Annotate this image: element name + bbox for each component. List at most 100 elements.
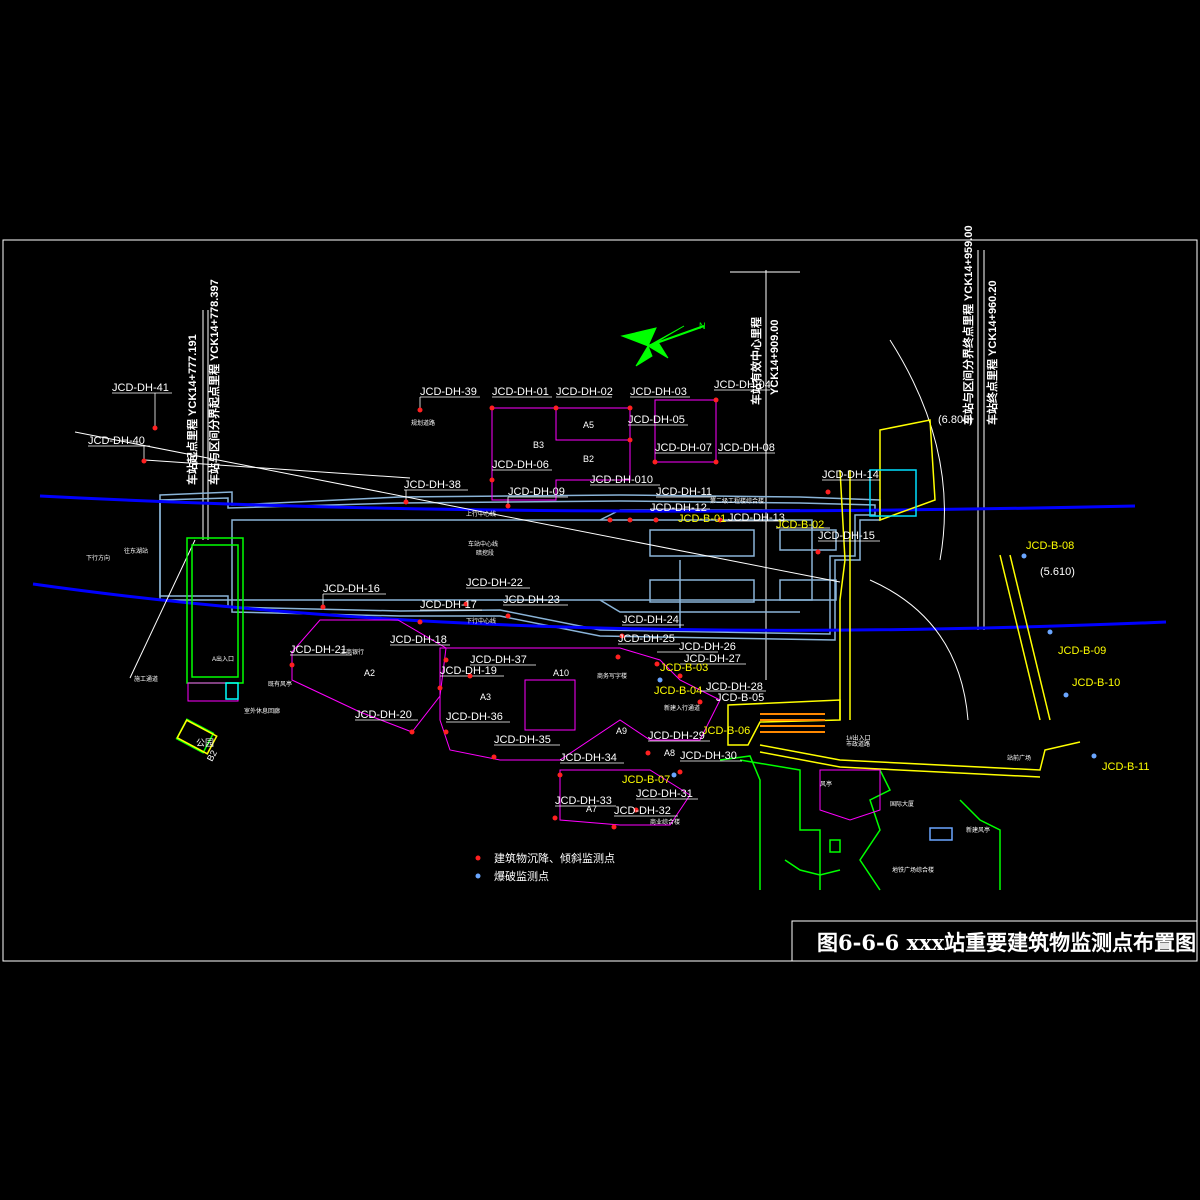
monitor-point-dot xyxy=(489,477,495,483)
area-b2: B2 xyxy=(583,454,594,464)
point-label: JCD-DH-27 xyxy=(684,653,741,665)
monitor-point-dot xyxy=(552,815,558,821)
monitor-point-dot xyxy=(645,750,651,756)
point-label: JCD-DH-25 xyxy=(618,633,675,645)
point-label: JCD-DH-33 xyxy=(555,795,612,807)
point-label: JCD-DH-15 xyxy=(818,530,875,542)
small-label: 第二级工程楼综合楼 xyxy=(710,497,764,505)
blast-point-dot xyxy=(1091,753,1097,759)
center-mileage-label: 车站有效中心里程 xyxy=(749,317,763,405)
small-label: 暗挖段 xyxy=(476,549,494,557)
point-label: JCD-DH-36 xyxy=(446,711,503,723)
point-label: JCD-DH-16 xyxy=(323,583,380,595)
area-a9: A9 xyxy=(616,726,627,736)
point-label: JCD-B-01 xyxy=(678,513,726,525)
section-boundary-end-label: 车站与区间分界终点里程 YCK14+959.00 xyxy=(961,225,975,425)
blast-point-dot xyxy=(1047,629,1053,635)
legend-building-point-icon xyxy=(475,855,481,861)
monitor-point-dot xyxy=(467,673,473,679)
point-label: JCD-DH-06 xyxy=(492,459,549,471)
small-label: 站前广场 xyxy=(1007,754,1031,762)
small-label: A出入口 xyxy=(212,655,234,663)
elevation-1: (6.800) xyxy=(938,414,973,426)
monitor-point-dot xyxy=(653,517,659,523)
monitor-point-dot xyxy=(652,459,658,465)
point-label: JCD-B-02 xyxy=(776,519,824,531)
point-label: JCD-B-09 xyxy=(1058,645,1106,657)
point-label: JCD-DH-34 xyxy=(560,752,617,764)
small-label: 室外休息回廊 xyxy=(244,707,280,715)
area-a10: A10 xyxy=(553,668,569,678)
monitor-point-dot xyxy=(505,613,511,619)
point-label: JCD-DH-24 xyxy=(622,614,679,626)
point-label: JCD-DH-010 xyxy=(590,474,653,486)
point-label: JCD-B-05 xyxy=(716,692,764,704)
center-mileage-value: YCK14+909.00 xyxy=(769,319,781,395)
point-label: JCD-DH-02 xyxy=(556,386,613,398)
point-label: JCD-DH-23 xyxy=(503,594,560,606)
point-label: JCD-DH-19 xyxy=(440,665,497,677)
point-label: JCD-DH-32 xyxy=(614,805,671,817)
monitor-point-dot xyxy=(505,503,511,509)
point-label: JCD-DH-03 xyxy=(630,386,687,398)
point-label: JCD-B-03 xyxy=(660,662,708,674)
monitor-point-dot xyxy=(289,662,295,668)
point-label: JCD-DH-17 xyxy=(420,599,477,611)
monitor-point-dot xyxy=(320,604,326,610)
point-label: JCD-DH-14 xyxy=(822,469,879,481)
point-label: JCD-DH-28 xyxy=(706,681,763,693)
area-a7: A7 xyxy=(586,804,597,814)
monitor-point-dot xyxy=(607,517,613,523)
point-label: JCD-DH-21 xyxy=(290,644,347,656)
monitor-point-dot xyxy=(437,685,443,691)
point-label: JCD-DH-11 xyxy=(656,486,712,498)
monitor-point-dot xyxy=(619,633,625,639)
point-label: JCD-B-10 xyxy=(1072,677,1120,689)
area-b3: B3 xyxy=(533,440,544,450)
small-label: 商务写字楼 xyxy=(597,672,627,680)
blast-point-dot xyxy=(671,772,677,778)
monitor-point-dot xyxy=(627,437,633,443)
small-label: 新建入行通道 xyxy=(664,704,700,712)
small-label: 下行方向 xyxy=(86,554,110,562)
point-label: JCD-DH-40 xyxy=(88,435,145,447)
point-label: JCD-DH-39 xyxy=(420,386,477,398)
small-label: 国际大厦 xyxy=(890,800,914,808)
monitor-point-dot xyxy=(677,673,683,679)
monitor-point-dot xyxy=(654,661,660,667)
monitor-point-dot xyxy=(713,397,719,403)
small-label: 下行中心线 xyxy=(466,617,496,625)
small-label: 往东湖站 xyxy=(124,547,148,555)
monitor-point-dot xyxy=(677,769,683,775)
point-label: JCD-DH-26 xyxy=(679,641,736,653)
escalator-detail xyxy=(760,713,825,733)
point-label: JCD-DH-04 xyxy=(714,379,771,391)
end-mileage-label: 车站终点里程 YCK14+960.20 xyxy=(985,280,999,425)
monitor-point-dot xyxy=(697,699,703,705)
monitor-point-dot xyxy=(152,425,158,431)
legend: 建筑物沉降、倾斜监测点 爆破监测点 xyxy=(475,851,615,883)
north-arrow-icon: N xyxy=(620,321,706,367)
drawing-frame xyxy=(2,239,1198,962)
park-label: 公园 xyxy=(196,738,214,748)
point-label: JCD-DH-41 xyxy=(112,382,169,394)
small-label: 规划道路 xyxy=(411,419,435,427)
small-label: 1#出入口 xyxy=(846,734,871,742)
blast-point-dot xyxy=(1021,553,1027,559)
park-code: B2 xyxy=(205,749,219,763)
small-label: 风亭 xyxy=(820,780,832,788)
monitor-point-dot xyxy=(409,729,415,735)
yellow-structures xyxy=(176,419,1081,778)
blast-point-dot xyxy=(657,677,663,683)
point-label: JCD-DH-05 xyxy=(628,414,685,426)
monitoring-points xyxy=(141,397,831,830)
point-label: JCD-DH-01 xyxy=(492,386,549,398)
monitor-point-dot xyxy=(403,499,409,505)
monitor-point-dot xyxy=(443,729,449,735)
monitor-point-dot xyxy=(443,657,449,663)
monitor-point-dot xyxy=(417,407,423,413)
elevation-2: (5.610) xyxy=(1040,566,1075,578)
legend-building-points: 建筑物沉降、倾斜监测点 xyxy=(494,851,615,865)
point-label: JCD-DH-18 xyxy=(390,634,447,646)
